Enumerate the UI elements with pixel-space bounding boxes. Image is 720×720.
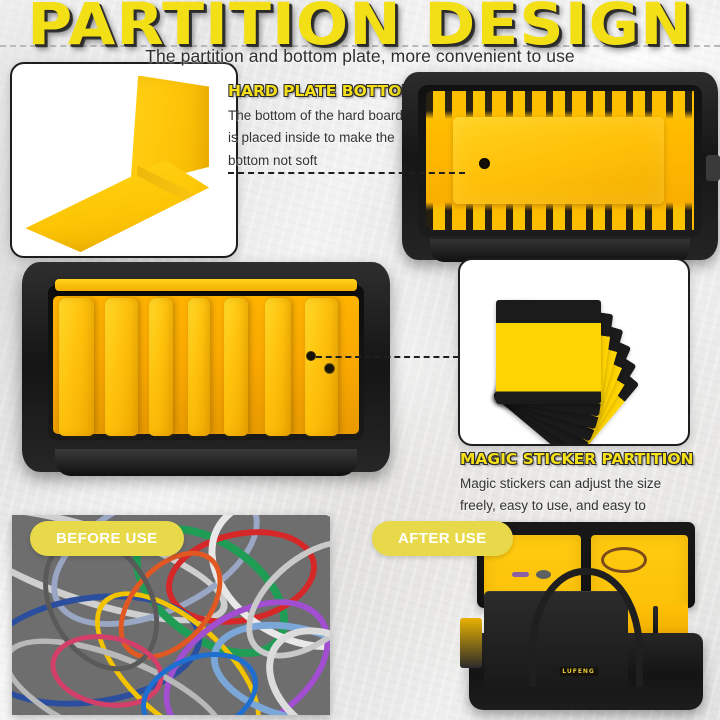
- bag-base: [55, 448, 357, 477]
- after-use-badge: AFTER USE: [372, 521, 513, 556]
- after-use-photo: LUFENG: [459, 522, 710, 714]
- magic-sticker-callout-heading: MAGIC STICKER PARTITION: [460, 450, 694, 468]
- bag-base: [430, 239, 690, 262]
- plate-grommet: [479, 158, 491, 170]
- hard-plate-callout-body: The bottom of the hard board is placed i…: [228, 108, 403, 168]
- header-divider-line: [0, 45, 720, 47]
- hard-plate-photo-card: [10, 62, 238, 258]
- carry-handle: [528, 568, 644, 688]
- hard-plate-callout: HARD PLATE BOTTOM The bottom of the hard…: [228, 82, 417, 172]
- divider-panel: [104, 297, 138, 437]
- page-title: PARTITION DESIGN: [27, 0, 693, 58]
- before-use-badge: BEFORE USE: [30, 521, 184, 556]
- divider-panel: [58, 297, 94, 437]
- hard-plate-callout-heading: HARD PLATE BOTTOM: [228, 82, 417, 100]
- brand-logo: LUFENG: [559, 666, 598, 676]
- fanned-partitions-illustration: [460, 260, 688, 444]
- stored-tool: [536, 570, 552, 579]
- divider-panel: [224, 297, 249, 437]
- bag-with-dividers-photo: [22, 262, 390, 477]
- interior-divider: [652, 606, 658, 645]
- folded-board-illustration: [12, 64, 236, 256]
- leader-dot-partition: [306, 351, 316, 361]
- magic-sticker-photo-card: [458, 258, 690, 446]
- board-front-panel: [25, 160, 210, 253]
- bag-lining-ripple-bottom: [425, 201, 695, 230]
- stored-tool: [511, 571, 529, 577]
- divider-panel: [187, 297, 210, 437]
- shoulder-strap: [459, 618, 482, 668]
- divider-panel: [148, 297, 173, 437]
- bag-lining-ripple-top: [425, 90, 695, 119]
- divider-grommet: [323, 362, 335, 374]
- partition-blade: [496, 300, 602, 404]
- coiled-cable: [600, 546, 647, 573]
- divider-panel: [264, 297, 291, 437]
- bag-zipper-pull: [706, 154, 720, 181]
- bag-topdown-photo: [402, 72, 720, 262]
- page-subtitle: The partition and bottom plate, more con…: [145, 46, 575, 66]
- leader-line-hard-plate: [228, 172, 465, 174]
- bag-top-lip: [55, 278, 357, 292]
- leader-line-partition: [316, 356, 459, 358]
